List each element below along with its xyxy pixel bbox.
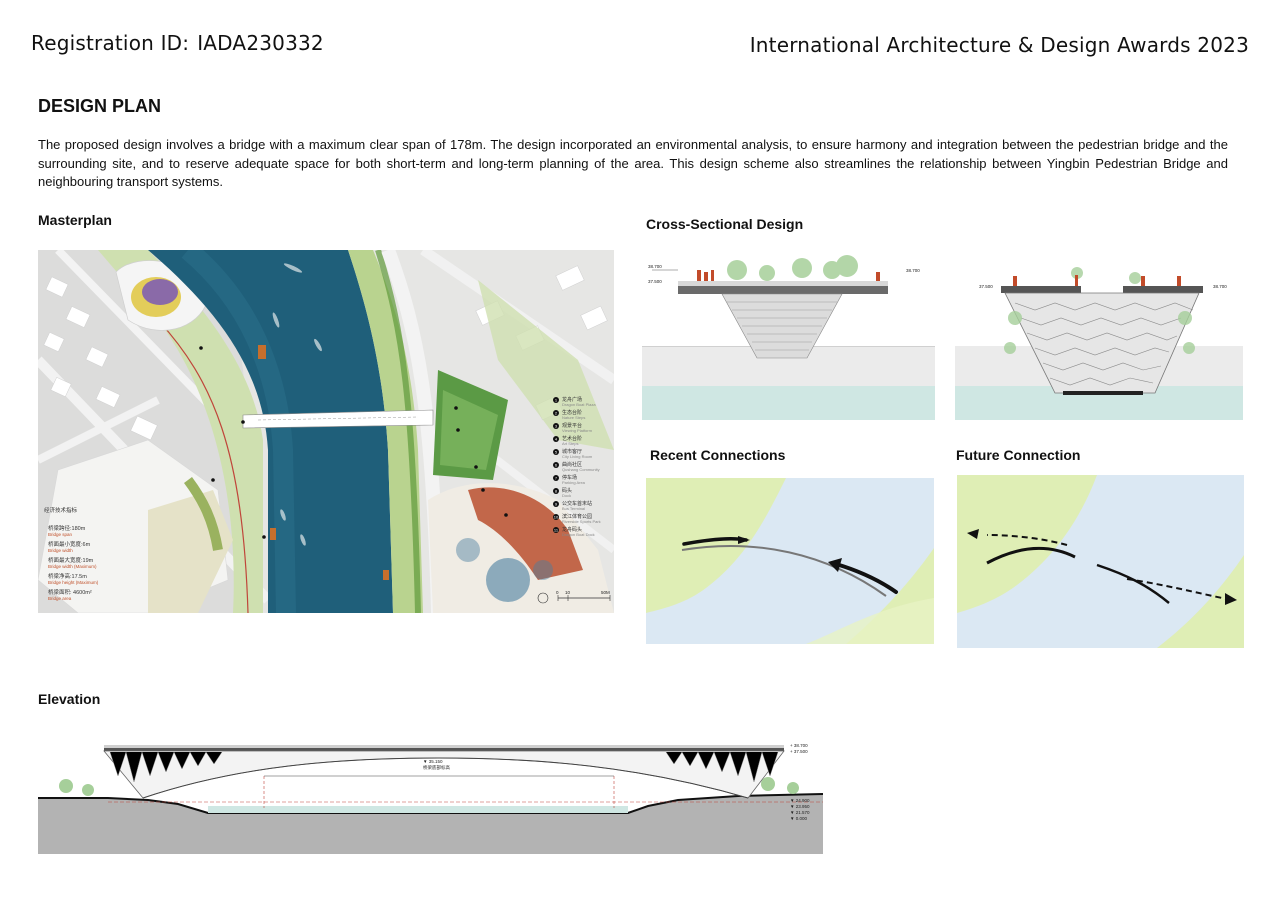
legend-marker <box>553 449 559 455</box>
specs-title: 经济技术指标 <box>44 506 78 514</box>
legend-label-cn: 生态台阶 <box>562 409 582 416</box>
spec-label-en: Bridge width (Maximum) <box>48 564 97 569</box>
masterplan-heading: Masterplan <box>38 212 112 228</box>
legend-label-cn: 龙舟广场 <box>562 396 582 403</box>
cross-right-label-top: 38.700 <box>1213 284 1227 289</box>
legend-number: 7 <box>555 476 558 481</box>
legend-label-cn: 停车场 <box>562 474 577 481</box>
elevation-label-r2: ▼ 23.950 <box>790 804 810 809</box>
registration-label: Registration ID: <box>31 31 190 55</box>
legend-marker <box>553 397 559 403</box>
scale-mid: 10 <box>565 590 571 595</box>
recent-connections-heading: Recent Connections <box>650 447 786 463</box>
legend-marker <box>553 410 559 416</box>
legend-number: 2 <box>555 411 558 416</box>
legend-number: 11 <box>554 528 559 533</box>
legend-label-en: Dragon Boat Plaza <box>562 402 596 407</box>
spec-value: 桥梁净高:17.5m <box>48 572 87 580</box>
elevation-heading: Elevation <box>38 691 101 707</box>
legend-label-en: Qushang Community <box>562 467 600 472</box>
legend-marker <box>553 423 559 429</box>
spec-value: 桥梁面积: 4600m² <box>48 588 92 596</box>
legend-label-cn: 艺术台阶 <box>562 435 582 442</box>
legend-label-en: Art Steps <box>562 441 578 446</box>
legend-label-en: Riverside Sports Park <box>562 519 601 524</box>
legend-number: 3 <box>555 424 558 429</box>
legend-label-en: Viewing Platform <box>562 428 593 433</box>
legend-marker <box>553 527 559 533</box>
elevation-label-r4: ▼ 0.000 <box>790 816 807 821</box>
future-connection-heading: Future Connection <box>956 447 1081 463</box>
legend-number: 8 <box>555 489 558 494</box>
legend-label-en: Nature Steps <box>562 415 585 420</box>
elevation-label-mid-sub: 桥梁底部标高 <box>423 764 450 771</box>
cross-left-label-top: 38.700 <box>648 264 662 269</box>
legend-marker <box>553 501 559 507</box>
legend-label-cn: 曲尚社区 <box>562 461 582 468</box>
legend-marker <box>553 436 559 442</box>
spec-value: 桥面最小宽度:6m <box>48 540 91 548</box>
registration-number: IADA230332 <box>197 31 324 55</box>
legend-marker <box>553 475 559 481</box>
scale-zero: 0 <box>556 590 559 595</box>
legend-label-en: Parking Area <box>562 480 586 485</box>
legend-marker <box>553 462 559 468</box>
legend-label-en: City Living Room <box>562 454 593 459</box>
cross-section-left: 38.700 37.500 38.700 <box>642 248 935 420</box>
elevation-label-mid: ▼ 35.150 <box>423 759 443 764</box>
elevation-label-r1: ▼ 24.900 <box>790 798 810 803</box>
elevation-label-top2: + 37.500 <box>790 749 808 754</box>
legend-label-en: Bus Terminal <box>562 506 585 511</box>
spec-value: 桥面最大宽度:19m <box>48 556 94 564</box>
legend-number: 5 <box>555 450 558 455</box>
elevation-label-top: + 38.700 <box>790 743 808 748</box>
cross-right-label-low: 37.500 <box>979 284 993 289</box>
design-description: The proposed design involves a bridge wi… <box>38 137 1228 189</box>
legend-label-cn: 码头 <box>562 487 572 494</box>
legend-number: 9 <box>555 502 558 507</box>
legend-label-cn: 滨江体育公园 <box>562 513 592 520</box>
page-title: DESIGN PLAN <box>38 96 162 116</box>
elevation-drawing: + 38.700 + 37.500 ▼ 35.150 桥梁底部标高 ▼ 24.9… <box>38 738 823 854</box>
cross-section-right: 37.500 38.700 <box>955 248 1243 420</box>
award-title: International Architecture & Design Awar… <box>749 33 1249 57</box>
legend-marker <box>553 514 559 520</box>
legend-label-cn: 龙舟码头 <box>562 526 582 533</box>
elevation-label-r3: ▼ 21.570 <box>790 810 810 815</box>
future-connection-sketch <box>957 475 1244 648</box>
registration-id: Registration ID: IADA230332 <box>31 31 324 55</box>
legend-marker <box>553 488 559 494</box>
legend-label-en: Dock <box>562 493 571 498</box>
legend-number: 6 <box>555 463 558 468</box>
legend-number: 4 <box>555 437 558 442</box>
cross-left-label-right: 38.700 <box>906 268 920 273</box>
spec-label-en: Bridge area <box>48 596 72 601</box>
spec-label-en: Bridge height (Maximum) <box>48 580 99 585</box>
legend-label-en: Dragon Boat Dock <box>562 532 595 537</box>
spec-label-en: Bridge span <box>48 532 73 537</box>
spec-value: 桥梁跨径:180m <box>48 524 86 532</box>
recent-connections-sketch <box>646 478 934 644</box>
legend-number: 1 <box>555 398 558 403</box>
legend-label-cn: 观景平台 <box>562 422 582 429</box>
spec-label-en: Bridge width <box>48 548 73 553</box>
cross-left-label-low: 37.500 <box>648 279 662 284</box>
legend-number: 10 <box>554 515 559 520</box>
cross-section-heading: Cross-Sectional Design <box>646 216 804 232</box>
legend-label-cn: 公交车首末站 <box>562 500 592 507</box>
legend-label-cn: 城市客厅 <box>562 448 582 455</box>
scale-end: 50M <box>601 590 610 595</box>
